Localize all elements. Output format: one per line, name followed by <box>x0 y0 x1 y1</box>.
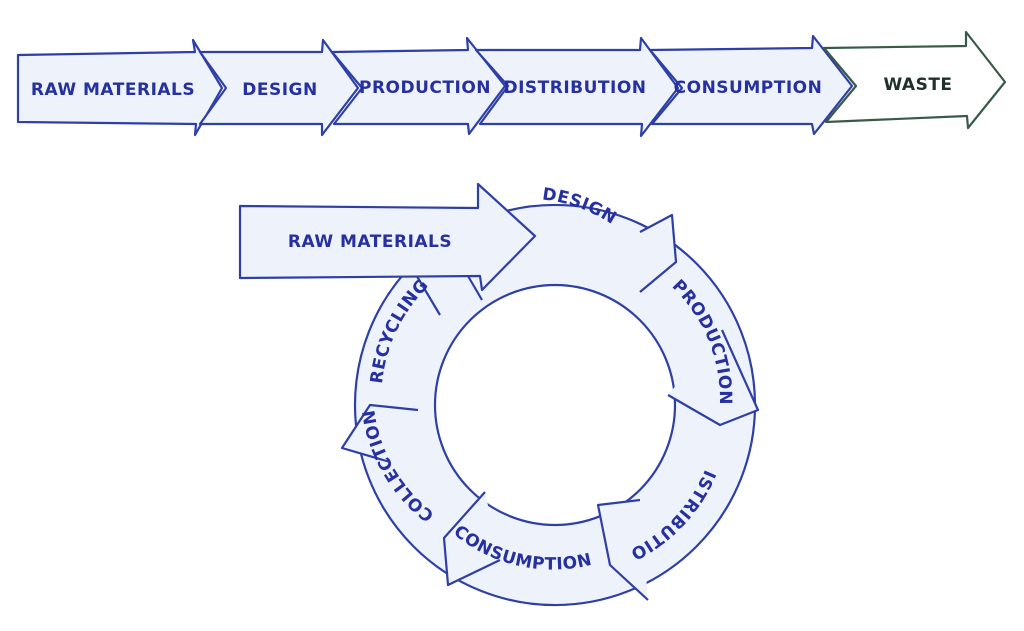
linear-arrow-waste <box>822 30 1007 130</box>
entry-label-raw-materials: RAW MATERIALS <box>288 232 452 252</box>
linear-label-distribution: DISTRIBUTION <box>503 78 646 98</box>
linear-step-raw-materials: RAW MATERIALS <box>16 38 224 137</box>
divider-collection-recycling <box>340 403 419 464</box>
linear-label-production: PRODUCTION <box>359 78 491 98</box>
linear-label-design: DESIGN <box>242 80 317 100</box>
linear-arrow-production <box>330 36 507 136</box>
linear-arrow-consumption <box>648 34 854 136</box>
linear-label-raw-materials: RAW MATERIALS <box>31 80 195 100</box>
linear-label-waste: WASTE <box>883 75 952 95</box>
entry-arrow <box>238 182 537 292</box>
linear-economy-flow: RAW MATERIALS DESIGN PRODUCTION DISTRIBU… <box>16 30 1007 138</box>
linear-step-design: DESIGN <box>198 38 360 137</box>
linear-label-consumption: CONSUMPTION <box>674 78 823 98</box>
divider-production-distribution <box>667 329 760 427</box>
linear-step-distribution: DISTRIBUTION <box>474 36 680 138</box>
linear-step-production: PRODUCTION <box>330 36 507 136</box>
circular-entry-raw-materials: RAW MATERIALS <box>238 182 537 292</box>
linear-arrow-distribution <box>474 36 680 138</box>
linear-step-consumption: CONSUMPTION <box>648 34 854 136</box>
divider-consumption-collection <box>442 491 501 587</box>
divider-distribution-consumption <box>596 498 649 601</box>
divider-design-production <box>639 213 678 293</box>
linear-step-waste: WASTE <box>822 30 1007 130</box>
linear-arrow-design <box>198 38 360 137</box>
